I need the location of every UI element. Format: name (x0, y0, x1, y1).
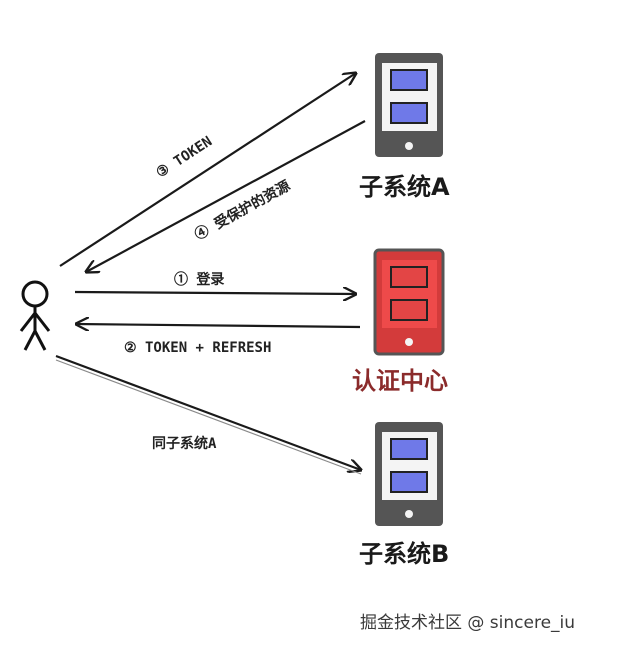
arrow-token-to-system-a (59, 73, 356, 267)
auth-center-label: 认证中心 (352, 367, 448, 395)
auth-center-device (373, 248, 445, 356)
arrow-label-step1: ① 登录 (174, 271, 224, 288)
arrow-label-same-as-a: 同子系统A (152, 435, 217, 452)
system-a-device (375, 53, 443, 157)
system-a-label: 子系统A (359, 173, 450, 201)
arrow-same-as-system-a-shadow (55, 359, 362, 475)
arrow-resource-to-user (86, 120, 366, 272)
arrow-same-as-system-a (55, 354, 361, 470)
arrow-label-step3: ③ TOKEN (153, 134, 215, 182)
arrow-label-step2: ② TOKEN + REFRESH (124, 340, 271, 356)
system-b-label: 子系统B (359, 540, 449, 568)
user-stick-figure (19, 280, 51, 351)
watermark-text: 掘金技术社区 @ sincere_iu (360, 613, 575, 633)
system-b-device (375, 422, 443, 526)
arrow-token-refresh (76, 324, 361, 327)
arrow-login (74, 292, 356, 294)
